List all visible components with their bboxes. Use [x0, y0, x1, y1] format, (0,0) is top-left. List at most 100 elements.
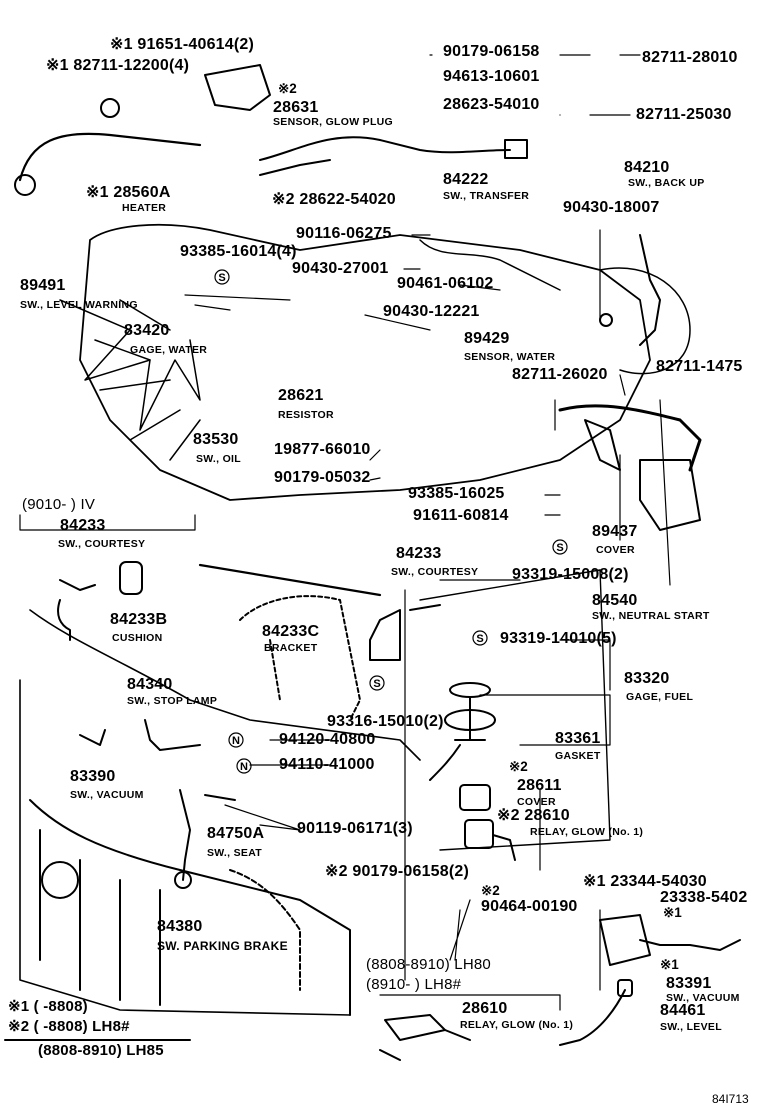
part-number-28631: 28631	[273, 99, 319, 116]
part-number-90430-12221: 90430-12221	[383, 303, 480, 320]
caption-parking-brake-switch: SW. PARKING BRAKE	[157, 939, 288, 953]
applicability-range-lh80: (8808-8910) LH80	[366, 956, 491, 973]
part-number-23344: ※1 23344-54030	[583, 873, 707, 890]
caption-resistor: RESISTOR	[278, 409, 334, 421]
caption-backup-switch: SW., BACK UP	[628, 177, 705, 189]
part-number-90464: 90464-00190	[481, 898, 578, 915]
part-number-90430-27001: 90430-27001	[292, 260, 389, 277]
caption-cushion: CUSHION	[112, 632, 163, 644]
caption-courtesy-switch-2: SW., COURTESY	[391, 566, 479, 578]
svg-text:S: S	[476, 633, 483, 645]
svg-text:N: N	[232, 735, 240, 747]
svg-text:S: S	[218, 272, 225, 284]
circle-mark-n-2: N	[236, 758, 252, 774]
circle-mark-s-3: S	[472, 630, 488, 646]
part-number-93316: 93316-15010(2)	[327, 713, 444, 730]
caption-transfer-switch: SW., TRANSFER	[443, 190, 530, 202]
circle-mark-s-1: S	[214, 269, 230, 285]
caption-neutral-start-switch: SW., NEUTRAL START	[592, 610, 710, 622]
part-number-94613: 94613-10601	[443, 68, 540, 85]
applicability-range-iv: (9010- ) IV	[22, 496, 96, 513]
part-number-84210: 84210	[624, 159, 670, 176]
caption-vacuum-switch-1: SW., VACUUM	[70, 789, 144, 801]
circle-mark-s-2: S	[552, 539, 568, 555]
part-number-84233c: 84233C	[262, 623, 320, 640]
part-number-93319-14010: 93319-14010(5)	[500, 630, 617, 647]
part-number-84233-door: 84233	[60, 517, 106, 534]
mark-note-2c: ※2	[481, 883, 500, 898]
part-number-82711-12200: ※1 82711-12200(4)	[46, 57, 190, 74]
part-number-83391: 83391	[666, 975, 712, 992]
part-number-93385-16014: 93385-16014(4)	[180, 243, 297, 260]
caption-water-sensor: SENSOR, WATER	[464, 351, 556, 363]
part-number-90179-06158: 90179-06158	[443, 43, 540, 60]
part-number-28623: 28623-54010	[443, 96, 540, 113]
caption-oil-switch: SW., OIL	[196, 453, 241, 465]
glow-relay-upper	[459, 784, 516, 861]
part-number-84233b: 84233B	[110, 611, 168, 628]
fuel-gage-unit	[429, 682, 496, 781]
lower-switch-harness	[79, 719, 236, 889]
svg-text:S: S	[556, 542, 563, 554]
heater-hose	[14, 64, 271, 196]
part-number-89491: 89491	[20, 277, 66, 294]
mark-note-1a: ※1	[663, 905, 682, 920]
level-switch-parts	[559, 914, 741, 1046]
part-number-28610-lower: 28610	[462, 1000, 508, 1017]
part-number-90430-18007: 90430-18007	[563, 199, 660, 216]
caption-glow-relay-1: RELAY, GLOW (No. 1)	[530, 826, 644, 838]
part-number-82711-26020: 82711-26020	[512, 366, 608, 383]
courtesy-switch-parts	[57, 561, 441, 661]
part-number-93385-16025: 93385-16025	[408, 485, 505, 502]
part-number-84540: 84540	[592, 592, 638, 609]
engine-block-outline	[79, 223, 691, 501]
part-number-84750a: 84750A	[207, 825, 265, 842]
part-number-90116: 90116-06275	[296, 225, 392, 242]
part-number-90461: 90461-06102	[397, 275, 494, 292]
footnote-3: (8808-8910) LH85	[38, 1042, 164, 1059]
part-number-28621: 28621	[278, 387, 324, 404]
part-number-84461: 84461	[660, 1002, 706, 1019]
part-number-83390: 83390	[70, 768, 116, 785]
caption-vacuum-switch-2: SW., VACUUM	[666, 992, 740, 1004]
part-number-28622: ※2 28622-54020	[272, 191, 396, 208]
mark-note-2b: ※2	[509, 759, 528, 774]
caption-bracket: BRACKET	[264, 642, 318, 654]
caption-seat-switch: SW., SEAT	[207, 847, 263, 859]
footnote-2: ※2 ( -8808) LH8#	[8, 1018, 130, 1035]
part-number-28560a: ※1 28560A	[86, 184, 171, 201]
mark-note-1b: ※1	[660, 957, 679, 972]
part-number-94120: 94120-40800	[279, 731, 376, 748]
part-number-83530: 83530	[193, 431, 239, 448]
backup-switch-harness	[599, 234, 661, 346]
svg-text:S: S	[373, 678, 380, 690]
mark-note-2: ※2	[278, 81, 297, 96]
caption-gasket: GASKET	[555, 750, 601, 762]
caption-fuel-gage: GAGE, FUEL	[626, 691, 694, 703]
part-number-90179-06158-2: ※2 90179-06158(2)	[325, 863, 470, 880]
caption-cover-2: COVER	[517, 796, 556, 808]
part-number-23338: 23338-5402	[660, 889, 748, 906]
part-number-83420: 83420	[124, 322, 170, 339]
part-number-84222: 84222	[443, 171, 489, 188]
part-number-83320: 83320	[624, 670, 670, 687]
applicability-range-lh8x: (8910- ) LH8#	[366, 976, 462, 993]
caption-glow-plug-sensor: SENSOR, GLOW PLUG	[273, 116, 394, 128]
diagram-id: 84I713	[712, 1092, 749, 1106]
part-number-82711-28010: 82711-28010	[642, 49, 738, 66]
caption-level-switch: SW., LEVEL	[660, 1021, 722, 1033]
footnote-1: ※1 ( -8808)	[8, 998, 88, 1015]
part-number-91651: ※1 91651-40614(2)	[110, 36, 255, 53]
part-number-82711-25030: 82711-25030	[636, 106, 732, 123]
glow-sensor-harness	[259, 136, 528, 176]
part-number-90179-05032: 90179-05032	[274, 469, 371, 486]
svg-text:N: N	[240, 761, 248, 773]
caption-glow-relay-2: RELAY, GLOW (No. 1)	[460, 1019, 574, 1031]
part-number-94110: 94110-41000	[279, 756, 375, 773]
part-number-84340: 84340	[127, 676, 173, 693]
caption-courtesy-switch-1: SW., COURTESY	[58, 538, 146, 550]
part-number-84233-back: 84233	[396, 545, 442, 562]
cooling-fan	[59, 299, 201, 431]
part-number-93319-15008: 93319-15008(2)	[512, 566, 629, 583]
